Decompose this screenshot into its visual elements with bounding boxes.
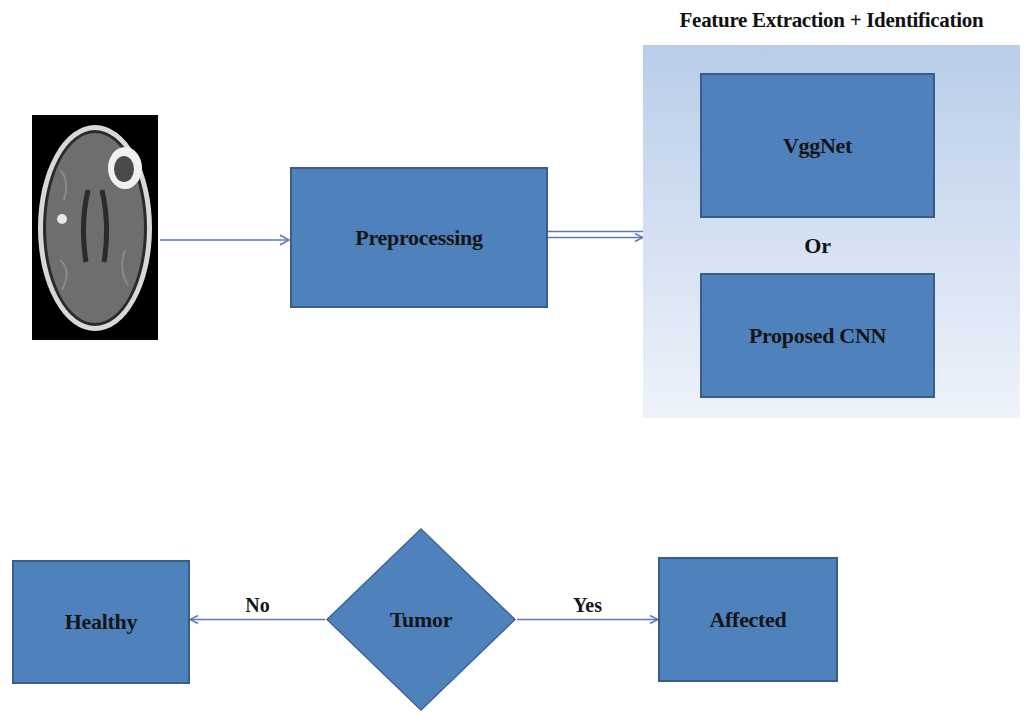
edge-label: Yes — [570, 594, 605, 617]
result-box: Affected — [658, 557, 838, 682]
decision-diamond: Tumor — [325, 527, 517, 712]
model-box: Proposed CNN — [700, 273, 935, 398]
mri-tumor-core — [114, 156, 134, 182]
mri-ventricles — [83, 190, 106, 262]
separator-text: Or — [804, 233, 830, 259]
mri-tumor-ring — [108, 147, 142, 189]
flow-connector — [190, 619, 325, 621]
process-box: Preprocessing — [290, 167, 548, 308]
edge-label: No — [242, 594, 272, 617]
flow-connector — [517, 619, 658, 621]
node-label: VggNet — [783, 133, 852, 159]
mri-folds — [60, 170, 128, 290]
mri-lesion — [57, 214, 67, 224]
panel-title: Feature Extraction + Identification — [680, 8, 984, 33]
node-label: Affected — [710, 607, 787, 633]
node-label: Tumor — [390, 607, 452, 633]
node-label: Healthy — [65, 609, 137, 635]
mri-skull — [38, 125, 152, 331]
node-label: Proposed CNN — [749, 323, 886, 349]
stage-panel: VggNetProposed CNNFeature Extraction + I… — [643, 45, 1020, 418]
input-arrow-head — [280, 235, 289, 245]
result-box: Healthy — [12, 560, 190, 684]
mri-background — [32, 115, 158, 340]
node-label: Preprocessing — [355, 225, 482, 251]
mri-brain — [46, 133, 144, 323]
model-box: VggNet — [700, 73, 935, 218]
input-arrow-line — [160, 239, 288, 241]
flow-connector — [548, 237, 643, 239]
mri-skull-gap — [43, 130, 147, 326]
